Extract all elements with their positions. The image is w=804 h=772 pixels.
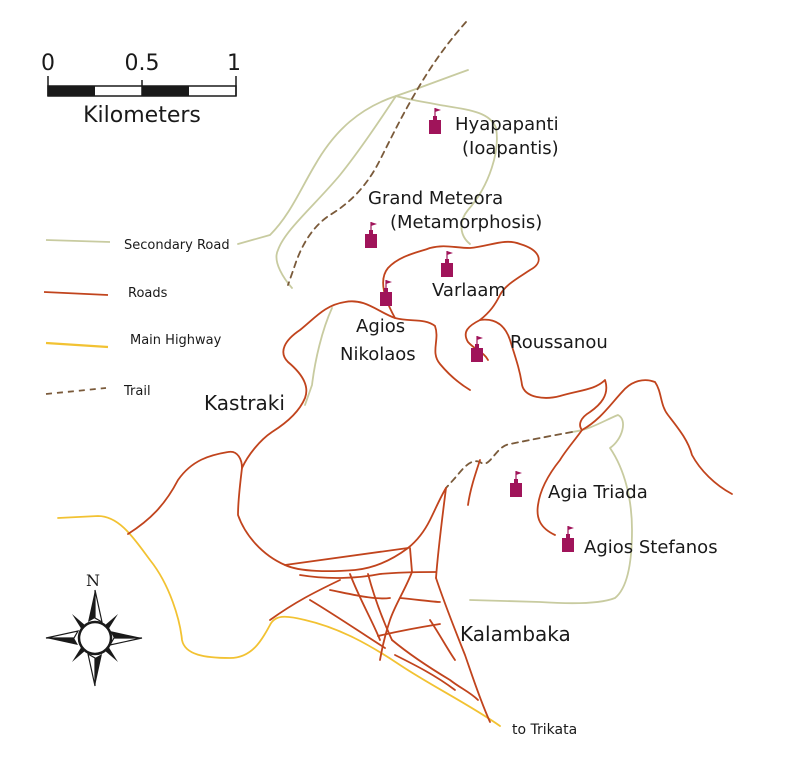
legend-swatch-secondary-road	[45, 239, 111, 243]
monastery-icon-grand-meteora	[365, 222, 377, 248]
label-agios: Agios	[356, 316, 405, 337]
compass-north-label: N	[86, 571, 100, 590]
monastery-icon-hyapapanti	[429, 108, 441, 134]
compass-rose: N	[45, 571, 143, 687]
scale-tick-0: 0	[41, 51, 55, 76]
scale-unit-label: Kilometers	[83, 103, 201, 128]
monastery-icon-varlaam	[441, 251, 453, 277]
label-varlaam: Varlaam	[432, 280, 506, 301]
secondary-roads	[237, 69, 633, 605]
label-nikolaos: Nikolaos	[340, 344, 416, 365]
legend-swatch-roads	[43, 291, 109, 296]
label-agia-triada: Agia Triada	[548, 482, 648, 503]
monastery-icon-agios-stefanos	[562, 526, 574, 552]
label-agios-stefanos: Agios Stefanos	[584, 537, 718, 558]
label-kastraki: Kastraki	[204, 391, 285, 415]
legend-label-roads: Roads	[128, 286, 168, 301]
scale-tick-1: 1	[227, 51, 241, 76]
legend: Secondary Road Roads Main Highway Trail	[43, 238, 230, 399]
label-grand-meteora: Grand Meteora	[368, 188, 503, 209]
label-kalambaka: Kalambaka	[460, 622, 571, 646]
label-ioapantis: (Ioapantis)	[462, 138, 559, 159]
trail-path	[287, 21, 467, 286]
legend-label-trail: Trail	[123, 384, 151, 399]
roads	[127, 240, 733, 723]
trail-path-east	[445, 431, 573, 489]
legend-swatch-main-highway	[45, 341, 109, 349]
monastery-icon-roussanou	[471, 336, 483, 362]
monastery-icon-agios-nikolaos	[380, 280, 392, 306]
legend-label-secondary-road: Secondary Road	[124, 238, 230, 253]
label-hyapapanti: Hyapapanti	[455, 114, 559, 135]
label-to-trikata: to Trikata	[512, 722, 577, 738]
legend-label-main-highway: Main Highway	[130, 333, 222, 348]
scale-bar: 0 0.5 1 Kilometers	[41, 51, 241, 128]
label-metamorphosis: (Metamorphosis)	[390, 212, 542, 233]
main-highway	[57, 515, 501, 727]
monastery-icon-agia-triada	[510, 471, 522, 497]
scale-tick-0-5: 0.5	[125, 51, 160, 76]
legend-swatch-trail	[45, 387, 107, 395]
label-roussanou: Roussanou	[510, 332, 608, 353]
